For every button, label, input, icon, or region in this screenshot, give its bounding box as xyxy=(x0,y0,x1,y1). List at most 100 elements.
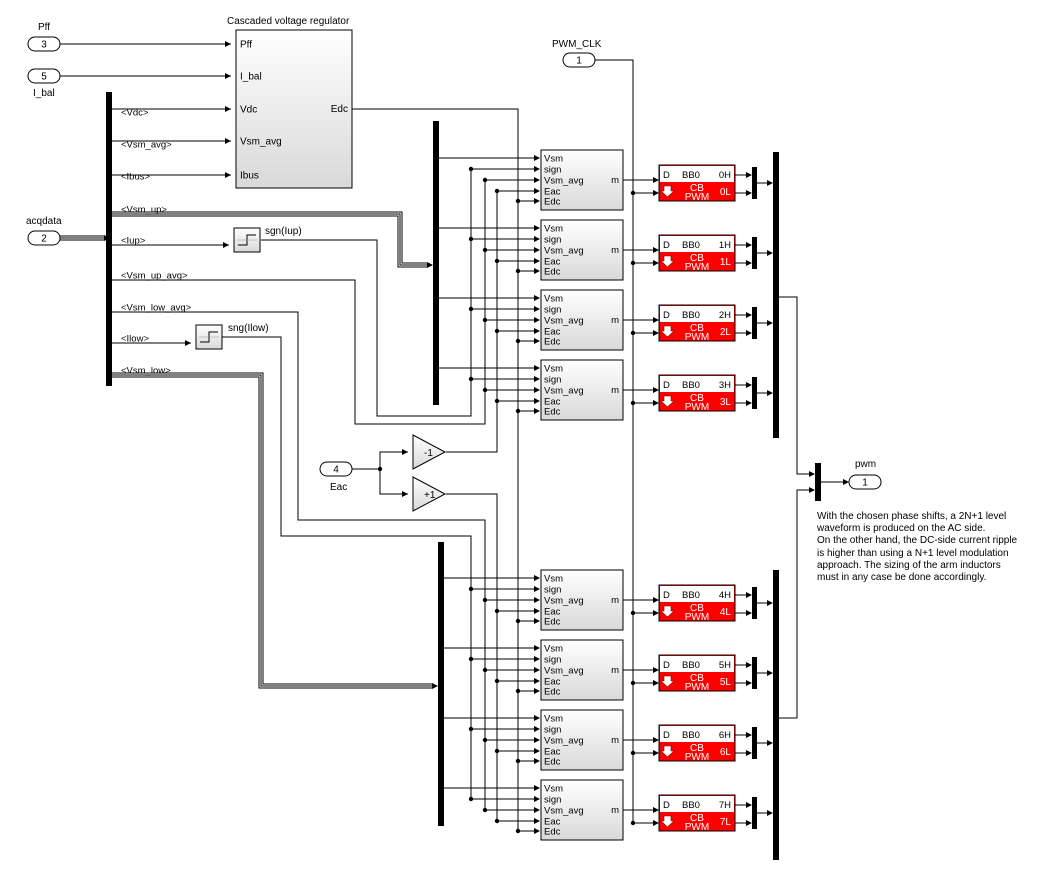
gain-plus-one xyxy=(412,476,447,512)
branch-point xyxy=(482,807,488,813)
cb-pwm-7-high: 7H xyxy=(719,800,731,811)
regulator-input-ibus: Ibus xyxy=(240,171,259,182)
branch-point xyxy=(482,667,488,673)
arrowhead xyxy=(225,73,231,79)
modulator-3-output: m xyxy=(611,385,619,396)
arrowhead xyxy=(746,172,752,178)
outport-pwm xyxy=(848,474,882,490)
down-arrow-icon xyxy=(660,675,675,688)
cb-pwm-7-low: 7L xyxy=(720,817,732,828)
arrowhead xyxy=(767,180,773,186)
cb-pwm-3-pwm: PWM xyxy=(685,402,709,413)
down-arrow-icon xyxy=(660,395,675,408)
arrowhead xyxy=(534,258,540,264)
bus-selector-signal-6: <Vsm_low_avg> xyxy=(121,303,192,314)
modulator-4-input-vsm_avg: Vsm_avg xyxy=(544,596,584,607)
branch-point xyxy=(468,376,474,382)
modulator-2-input-eac: Eac xyxy=(544,327,561,338)
demux-lower xyxy=(438,542,444,826)
arrowhead xyxy=(534,398,540,404)
inport-pff xyxy=(27,36,61,52)
cb-pwm-5-d: D xyxy=(663,660,670,671)
arrowhead xyxy=(534,796,540,802)
arrowhead xyxy=(746,662,752,668)
arrowhead xyxy=(534,586,540,592)
mux-small-6 xyxy=(752,727,757,759)
cb-pwm-4-high: 4H xyxy=(719,590,731,601)
arrowhead xyxy=(534,317,540,323)
modulator-block-1 xyxy=(540,219,624,281)
signal-line xyxy=(112,180,486,425)
cb-pwm-1-cb: CB xyxy=(690,253,704,264)
arrowhead xyxy=(534,236,540,242)
arrowhead xyxy=(653,177,659,183)
cb-pwm-4-bb: BB0 xyxy=(682,590,700,601)
modulator-6-input-eac: Eac xyxy=(544,747,561,758)
modulator-6-input-sign: sign xyxy=(544,725,561,736)
mux-small-2 xyxy=(752,307,757,339)
signal-line xyxy=(779,296,811,475)
bus-selector-signal-5: <Vsm_up_avg> xyxy=(121,271,188,282)
cb-pwm-5-cb: CB xyxy=(690,673,704,684)
arrowhead xyxy=(653,667,659,673)
gain-minus-one-label: -1 xyxy=(424,448,433,459)
arrowhead xyxy=(534,387,540,393)
modulator-4-input-edc: Edc xyxy=(544,617,561,628)
bus-selector-signal-8: <Vsm_low> xyxy=(121,366,171,377)
arrowhead xyxy=(185,340,191,346)
mux-small-1 xyxy=(752,237,757,269)
cb-pwm-4-cb: CB xyxy=(690,603,704,614)
arrowhead xyxy=(534,758,540,764)
bus-selector-signal-0: <Vdc> xyxy=(121,108,149,119)
arrowhead xyxy=(653,807,659,813)
modulator-2-input-sign: sign xyxy=(544,305,561,316)
arrowhead xyxy=(746,610,752,616)
arrowhead xyxy=(767,670,773,676)
cb-pwm-1-bb: BB0 xyxy=(682,240,700,251)
cb-pwm-1-d: D xyxy=(663,240,670,251)
cb-pwm-4-d: D xyxy=(663,590,670,601)
mux-small-4 xyxy=(752,587,757,619)
bus-line-core xyxy=(112,213,428,266)
branch-point xyxy=(494,328,500,334)
arrowhead xyxy=(427,262,433,268)
bus-selector-signal-4: <Iup> xyxy=(121,236,146,247)
arrowhead xyxy=(746,312,752,318)
inport-acqdata-label: acqdata xyxy=(26,216,62,227)
branch-point xyxy=(482,597,488,603)
modulator-7-input-vsm: Vsm xyxy=(544,784,563,795)
modulator-5-input-vsm: Vsm xyxy=(544,644,563,655)
cb-pwm-0-pwm: PWM xyxy=(685,192,709,203)
arrowhead xyxy=(534,645,540,651)
cb-pwm-block-3-top xyxy=(660,376,734,392)
inport-pff-number: 3 xyxy=(41,40,47,51)
branch-point xyxy=(482,247,488,253)
arrowhead xyxy=(746,190,752,196)
modulator-0-input-eac: Eac xyxy=(544,187,561,198)
bus-selector-signal-2: <Ibus> xyxy=(121,172,151,183)
branch-point xyxy=(468,656,474,662)
cb-pwm-2-cb: CB xyxy=(690,323,704,334)
regulator-input-i_bal: I_bal xyxy=(240,72,262,83)
mux-small-3 xyxy=(752,377,757,409)
cb-pwm-6-bb: BB0 xyxy=(682,730,700,741)
down-arrow-icon xyxy=(660,185,675,198)
signal-line xyxy=(379,469,408,495)
arrowhead xyxy=(534,688,540,694)
arrowhead xyxy=(534,338,540,344)
cb-pwm-block-7-top xyxy=(660,796,734,812)
cb-pwm-7-d: D xyxy=(663,800,670,811)
outport-pwm-number: 1 xyxy=(862,478,868,489)
modulator-2-input-vsm: Vsm xyxy=(544,294,563,305)
modulator-4-output: m xyxy=(611,595,619,606)
gain-plus-one-label: +1 xyxy=(424,490,436,501)
modulator-block-4 xyxy=(540,569,624,631)
arrowhead xyxy=(767,740,773,746)
modulator-7-input-sign: sign xyxy=(544,795,561,806)
branch-point xyxy=(515,688,521,694)
regulator-input-pff: Pff xyxy=(240,40,252,51)
arrowhead xyxy=(746,750,752,756)
inport-eac xyxy=(319,461,353,477)
cb-pwm-2-bb: BB0 xyxy=(682,310,700,321)
